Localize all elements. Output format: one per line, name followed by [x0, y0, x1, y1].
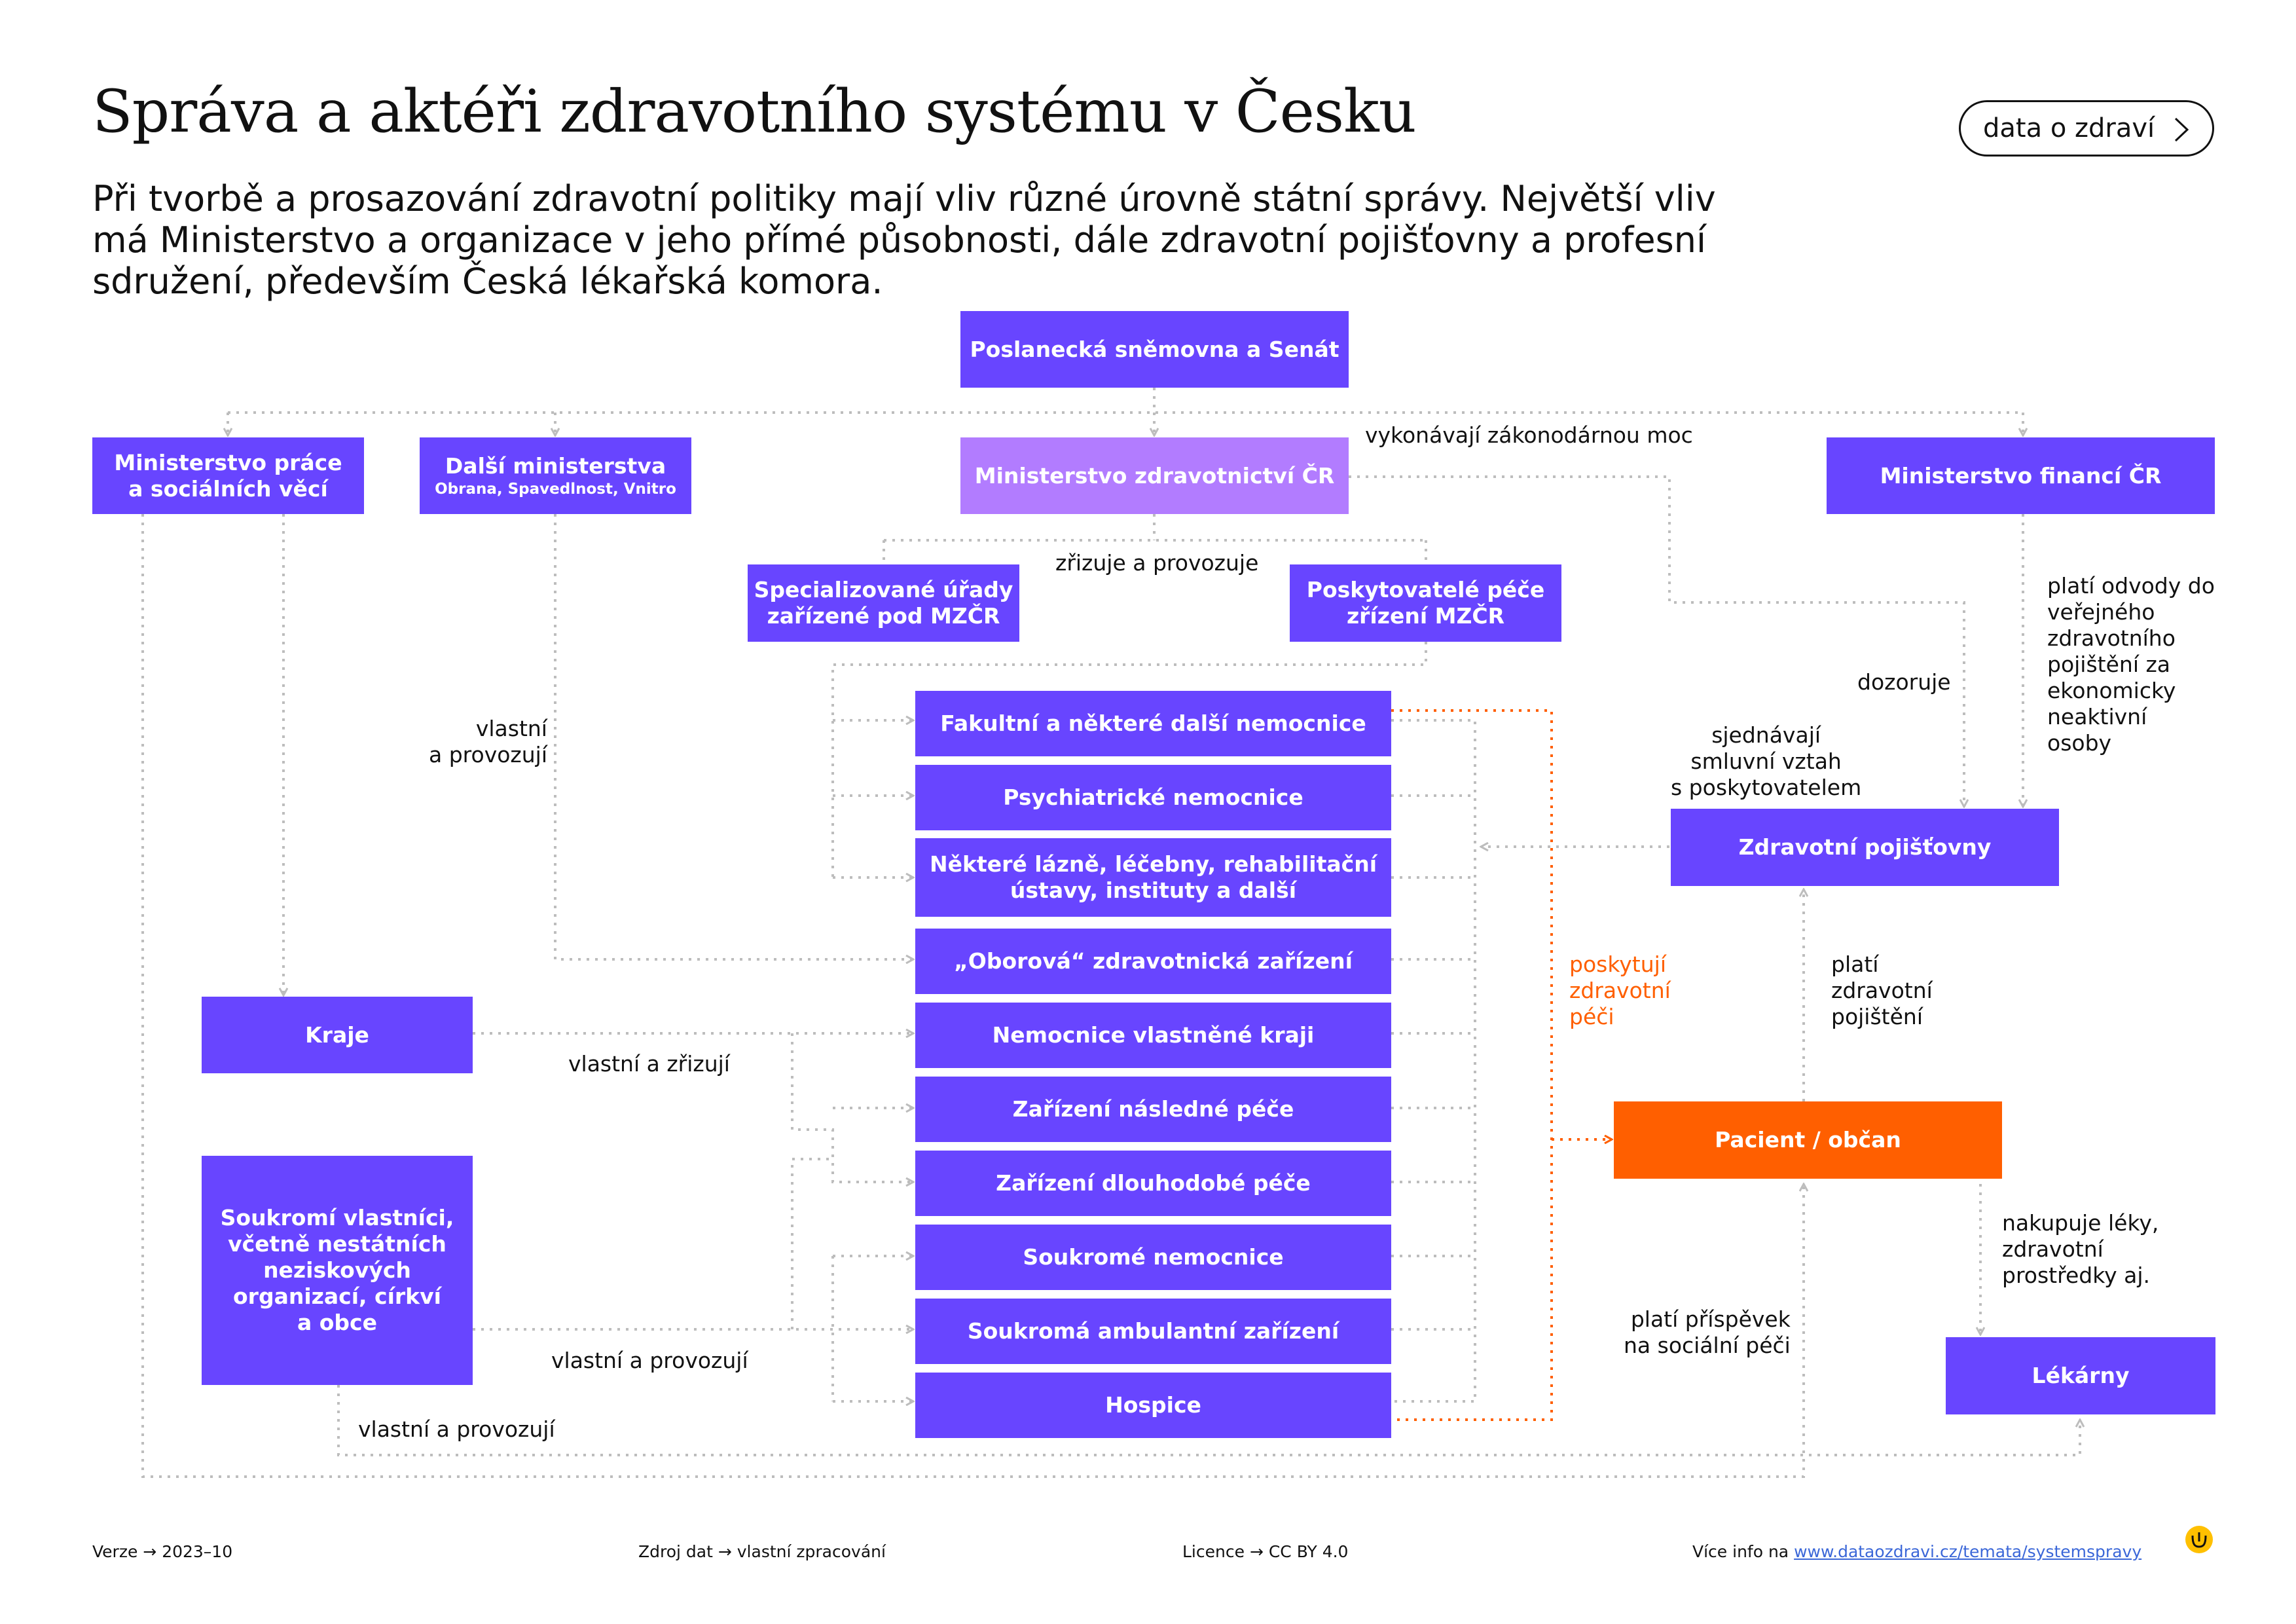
label-own-operate-ministries: vlastní a provozují — [429, 716, 547, 767]
node-pharmacies: Lékárny — [1946, 1337, 2215, 1414]
node-private-ambulatory-label: Soukromá ambulantní zařízení — [967, 1318, 1339, 1344]
node-mzcr: Ministerstvo zdravotnictví ČR — [960, 437, 1349, 514]
node-other-ministries-sublabel: Obrana, Spavedlnost, Vnitro — [435, 480, 676, 498]
label-provide-care: poskytují zdravotní péči — [1569, 951, 1671, 1029]
node-mf-label: Ministerstvo financí ČR — [1880, 462, 2162, 489]
node-sector-facilities: „Oborová“ zdravotnická zařízení — [915, 929, 1391, 994]
node-regional-hospitals-label: Nemocnice vlastněné kraji — [992, 1022, 1315, 1048]
node-providers-mzcr: Poskytovatelé péče zřízení MZČR — [1290, 564, 1561, 642]
label-pays-levies: platí odvody do veřejného zdravotního po… — [2047, 573, 2215, 756]
node-pharmacies-label: Lékárny — [2032, 1363, 2130, 1388]
chevron-right-icon — [2174, 117, 2189, 142]
node-mpsv-label: Ministerstvo práce a sociálních věcí — [114, 449, 342, 502]
node-patient: Pacient / občan — [1614, 1101, 2002, 1179]
footer-license-label: Licence — [1182, 1542, 1245, 1561]
label-own-operate-private: vlastní a provozují — [551, 1348, 748, 1373]
node-regions: Kraje — [202, 997, 473, 1073]
node-insurers: Zdravotní pojišťovny — [1671, 809, 2059, 886]
node-private-owners: Soukromí vlastníci, včetně nestátních ne… — [202, 1156, 473, 1385]
page-title: Správa a aktéři zdravotního systému v Če… — [92, 77, 1417, 146]
node-longterm-care-label: Zařízení dlouhodobé péče — [996, 1170, 1311, 1196]
label-contracts: sjednávají smluvní vztah s poskytovatele… — [1671, 722, 1862, 800]
node-insurers-label: Zdravotní pojišťovny — [1738, 834, 1992, 860]
footer-version-label: Verze — [92, 1542, 138, 1561]
node-providers-mzcr-label: Poskytovatelé péče zřízení MZČR — [1306, 577, 1545, 629]
brand-button-label: data o zdraví — [1983, 113, 2155, 143]
footer-version: Verze → 2023–10 — [92, 1542, 232, 1561]
label-pays-insurance: platí zdravotní pojištění — [1831, 951, 1933, 1029]
label-buys-drugs: nakupuje léky, zdravotní prostředky aj. — [2002, 1210, 2159, 1288]
node-regional-hospitals: Nemocnice vlastněné kraji — [915, 1003, 1391, 1068]
node-hospice-label: Hospice — [1105, 1392, 1201, 1418]
node-psychiatric-hospitals-label: Psychiatrické nemocnice — [1003, 784, 1303, 810]
footer-more-link[interactable]: www.dataozdravi.cz/temata/systemspravy — [1794, 1542, 2142, 1561]
node-sector-facilities-label: „Oborová“ zdravotnická zařízení — [954, 948, 1353, 974]
node-spec-offices: Specializované úřady zařízené pod MZČR — [748, 564, 1019, 642]
node-aftercare-label: Zařízení následné péče — [1012, 1096, 1294, 1122]
arrow-right-icon: → — [718, 1542, 737, 1561]
arrow-right-icon: → — [1249, 1542, 1269, 1561]
node-spec-offices-label: Specializované úřady zařízené pod MZČR — [754, 577, 1013, 629]
node-spa-institutes: Některé lázně, léčebny, rehabilitační ús… — [915, 838, 1391, 917]
node-faculty-hospitals-label: Fakultní a některé další nemocnice — [940, 710, 1366, 736]
footer-version-value: 2023–10 — [162, 1542, 233, 1561]
node-private-hospitals: Soukromé nemocnice — [915, 1225, 1391, 1290]
page-subtitle: Při tvorbě a prosazování zdravotní polit… — [92, 178, 1716, 302]
label-social-allowance: platí příspěvek na sociální péči — [1624, 1306, 1791, 1358]
footer-license: Licence → CC BY 4.0 — [1182, 1542, 1348, 1561]
footer-source-value: vlastní zpracování — [737, 1542, 886, 1561]
logo-icon — [2185, 1526, 2213, 1553]
node-spa-institutes-label: Některé lázně, léčebny, rehabilitační ús… — [929, 851, 1377, 903]
label-own-establish-regions: vlastní a zřizují — [568, 1051, 730, 1077]
node-faculty-hospitals: Fakultní a některé další nemocnice — [915, 691, 1391, 756]
node-parliament: Poslanecká sněmovna a Senát — [960, 311, 1349, 388]
footer-source: Zdroj dat → vlastní zpracování — [638, 1542, 886, 1561]
label-establish: zřizuje a provozuje — [1055, 550, 1259, 576]
node-psychiatric-hospitals: Psychiatrické nemocnice — [915, 765, 1391, 830]
node-mf: Ministerstvo financí ČR — [1827, 437, 2215, 514]
data-o-zdravi-button[interactable]: data o zdraví — [1959, 100, 2214, 157]
label-supervises: dozoruje — [1857, 669, 1951, 695]
arrow-right-icon: → — [143, 1542, 162, 1561]
footer-source-label: Zdroj dat — [638, 1542, 713, 1561]
node-patient-label: Pacient / občan — [1715, 1127, 1901, 1153]
footer-more-info: Více info na www.dataozdravi.cz/temata/s… — [1692, 1542, 2141, 1561]
node-mpsv: Ministerstvo práce a sociálních věcí — [92, 437, 364, 514]
node-parliament-label: Poslanecká sněmovna a Senát — [970, 336, 1339, 362]
label-own-operate-pharmacies: vlastní a provozují — [358, 1416, 555, 1442]
label-legislative: vykonávají zákonodárnou moc — [1365, 422, 1693, 448]
node-hospice: Hospice — [915, 1373, 1391, 1438]
node-other-ministries-label: Další ministerstva — [445, 452, 666, 479]
node-private-ambulatory: Soukromá ambulantní zařízení — [915, 1299, 1391, 1364]
footer-license-value: CC BY 4.0 — [1268, 1542, 1349, 1561]
node-other-ministries: Další ministerstva Obrana, Spavedlnost, … — [420, 437, 691, 514]
node-mzcr-label: Ministerstvo zdravotnictví ČR — [974, 462, 1335, 489]
node-aftercare: Zařízení následné péče — [915, 1077, 1391, 1142]
footer-more-label: Více info na — [1692, 1542, 1789, 1561]
node-private-owners-label: Soukromí vlastníci, včetně nestátních ne… — [220, 1205, 454, 1335]
node-longterm-care: Zařízení dlouhodobé péče — [915, 1151, 1391, 1216]
node-regions-label: Kraje — [305, 1022, 369, 1048]
node-private-hospitals-label: Soukromé nemocnice — [1023, 1244, 1284, 1270]
